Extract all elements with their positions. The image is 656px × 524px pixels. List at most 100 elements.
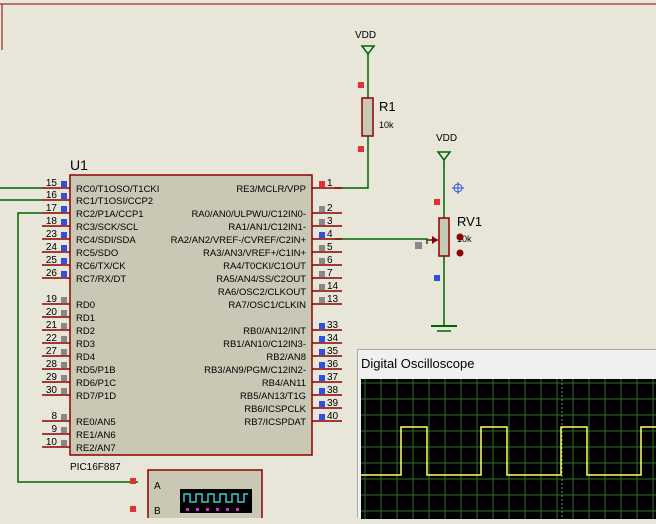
u1-pin-number: 10	[46, 437, 58, 448]
u1-pin-number: 4	[327, 229, 333, 240]
u1-pin-name: RD4	[76, 352, 95, 363]
u1-pin-name: RC0/T1OSO/T1CKI	[76, 184, 159, 195]
rv1-increment-button[interactable]	[456, 249, 464, 257]
instrument-pin-a-label: A	[154, 481, 161, 492]
u1-pin-number: 22	[46, 333, 58, 344]
u1-pin-name: RD7/P1D	[76, 391, 116, 402]
r1-resistor[interactable]: R1 10k	[361, 97, 396, 137]
u1-pin-number: 38	[327, 385, 339, 396]
r1-pin-bottom	[358, 146, 364, 152]
oscilloscope-screen	[361, 379, 656, 519]
u1-pin-number: 5	[327, 242, 333, 253]
rv1-decrement-button[interactable]	[456, 233, 464, 241]
u1-pin-number: 24	[46, 242, 58, 253]
u1-pin-name: RE2/AN7	[76, 443, 116, 454]
origin-marker-icon	[452, 182, 464, 194]
u1-pin-name: RA6/OSC2/CLKOUT	[218, 287, 306, 298]
vdd-label-2: VDD	[436, 133, 457, 144]
u1-pin-name: RC2/P1A/CCP1	[76, 209, 144, 220]
oscilloscope-grid	[361, 379, 656, 519]
u1-pin-name: RB0/AN12/INT	[243, 326, 306, 337]
u1-pin-name: RB2/AN8	[266, 352, 306, 363]
rv1-pin-top	[434, 199, 440, 205]
u1-pin-name: RB5/AN13/T1G	[240, 391, 306, 402]
u1-pin-number: 37	[327, 372, 339, 383]
u1-pin-name: RC5/SDO	[76, 248, 118, 259]
oscilloscope-window[interactable]: Digital Oscilloscope	[357, 349, 656, 519]
u1-pin-name: RC7/RX/DT	[76, 274, 126, 285]
u1-pin-number: 34	[327, 333, 339, 344]
u1-pin-number: 18	[46, 216, 58, 227]
u1-pin-name: RD5/P1B	[76, 365, 116, 376]
u1-chip[interactable]	[69, 174, 313, 456]
u1-pin-name: RD2	[76, 326, 95, 337]
u1-pin-number: 28	[46, 359, 58, 370]
ground-terminal[interactable]	[431, 256, 457, 332]
u1-pin-name: RA0/AN0/ULPWU/C12IN0-	[191, 209, 306, 220]
instrument-wave-preview	[183, 493, 248, 503]
u1-pin-number: 21	[46, 320, 58, 331]
u1-pin-number: 7	[327, 268, 333, 279]
u1-pin-number: 35	[327, 346, 339, 357]
rv1-potentiometer[interactable]: RV1 10k	[427, 214, 482, 257]
vdd-terminal-1[interactable]: VDD	[355, 30, 376, 98]
u1-pin-number: 26	[46, 268, 58, 279]
u1-pin-number: 17	[46, 203, 58, 214]
u1-pin-number: 3	[327, 216, 333, 227]
u1-pin-name: RA2/AN2/VREF-/CVREF/C2IN+	[171, 235, 307, 246]
u1-pin-name: RD1	[76, 313, 95, 324]
channel-a-trace	[361, 426, 656, 476]
u1-pin-number: 15	[46, 178, 58, 189]
vdd-label-1: VDD	[355, 30, 376, 41]
u1-pin-number: 13	[327, 294, 339, 305]
u1-part: PIC16F887	[70, 462, 121, 473]
u1-pin-name: RA7/OSC1/CLKIN	[228, 300, 306, 311]
vdd-terminal-2[interactable]: VDD	[436, 133, 457, 218]
u1-pin-number: 23	[46, 229, 58, 240]
u1-pin-number: 25	[46, 255, 58, 266]
u1-pin-number: 20	[46, 307, 58, 318]
u1-pin-name: RE1/AN6	[76, 430, 116, 441]
u1-pin-name: RA5/AN4/SS/C2OUT	[216, 274, 306, 285]
wire-an2	[335, 238, 428, 244]
rv1-pin-bottom	[434, 275, 440, 281]
